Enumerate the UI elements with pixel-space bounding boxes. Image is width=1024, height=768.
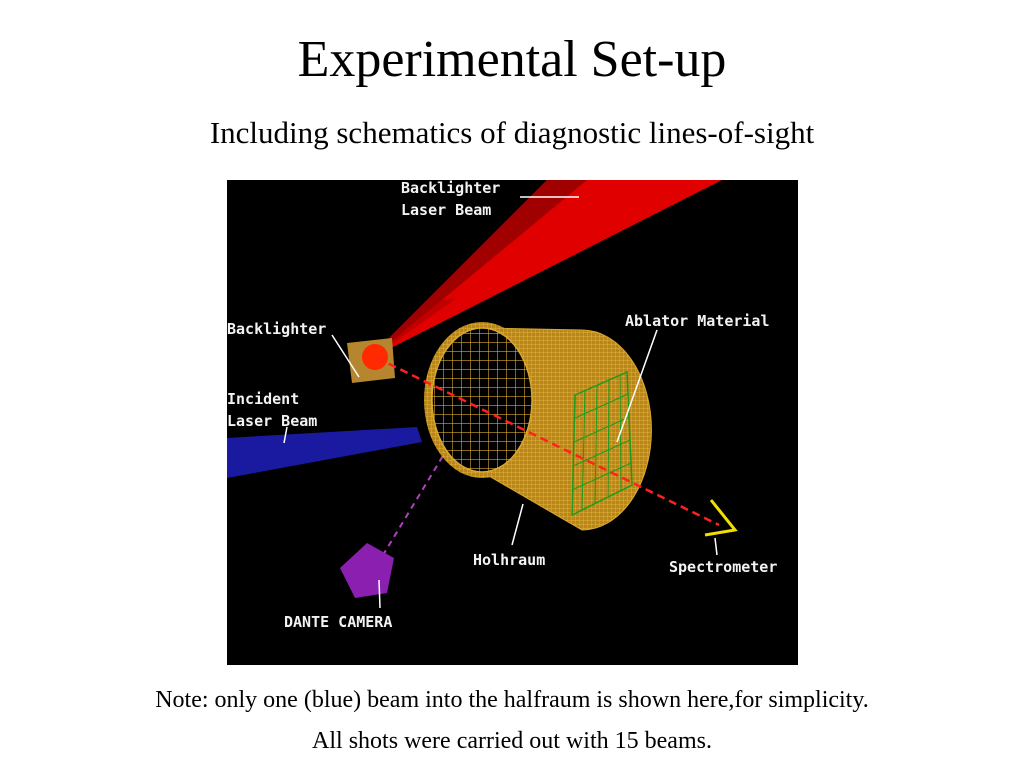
slide-subtitle: Including schematics of diagnostic lines… xyxy=(209,115,815,150)
backlighter-source xyxy=(347,338,395,383)
holhraum-label: Holhraum xyxy=(473,551,545,569)
holhraum xyxy=(424,322,652,531)
setup-diagram: Backlighter Laser Beam Backlighter Incid… xyxy=(227,180,798,665)
backlighter-beam-label-line1: Backlighter xyxy=(401,180,500,197)
note-line-1: Note: only one (blue) beam into the half… xyxy=(155,687,869,713)
backlighter-beam-label-line2: Laser Beam xyxy=(401,201,491,219)
leader-lines xyxy=(283,196,718,609)
ablator-label: Ablator Material xyxy=(625,312,770,330)
slide-title: Experimental Set-up xyxy=(297,31,727,88)
incident-beam-label-line1: Incident xyxy=(227,390,299,408)
backlighter-label: Backlighter xyxy=(227,320,326,338)
setup-diagram-svg: Backlighter Laser Beam Backlighter Incid… xyxy=(227,180,777,631)
spectrometer-label: Spectrometer xyxy=(669,558,777,576)
backlighter-laser-beam xyxy=(372,180,722,358)
note-line-2: All shots were carried out with 15 beams… xyxy=(312,728,712,754)
ablator-material xyxy=(571,370,633,517)
spectrometer-line-of-sight xyxy=(376,356,720,527)
incident-beam-label-line2: Laser Beam xyxy=(227,412,317,430)
dante-camera-label: DANTE CAMERA xyxy=(284,613,392,631)
spectrometer xyxy=(704,499,738,537)
dante-camera xyxy=(340,543,394,598)
